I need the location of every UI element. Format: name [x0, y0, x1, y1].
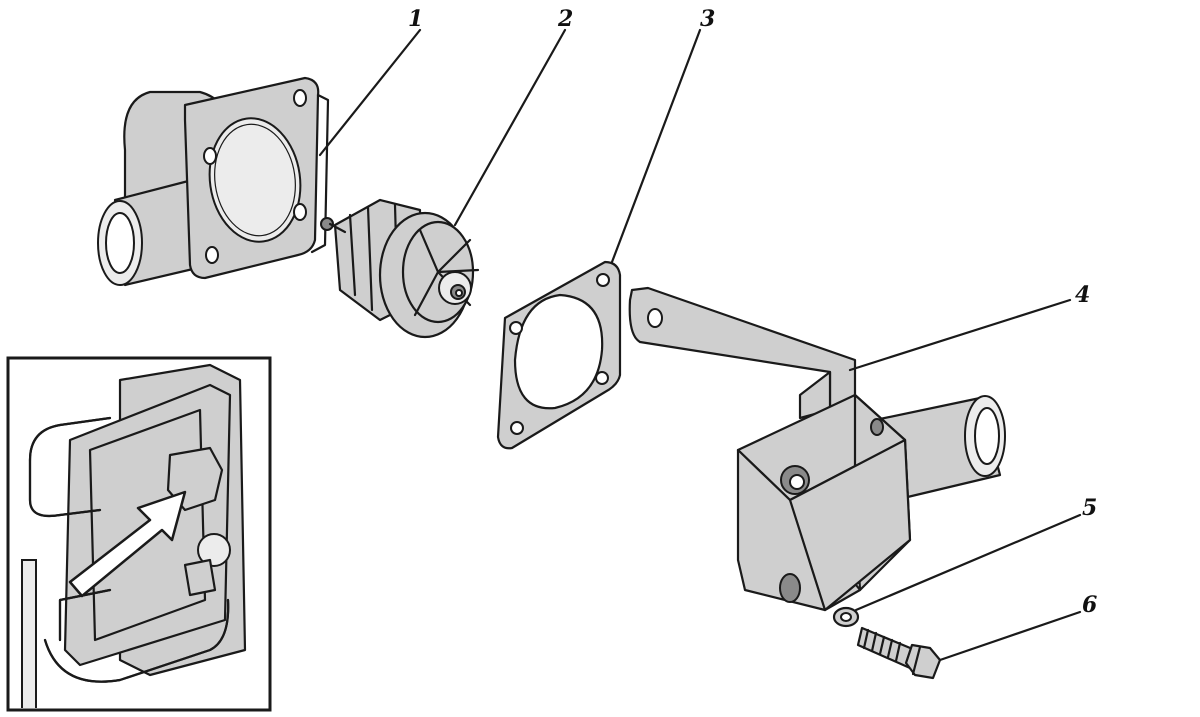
thermostat	[320, 198, 480, 339]
leader-lines	[318, 28, 1082, 662]
leader-line-2	[453, 28, 567, 227]
gasket	[496, 260, 622, 450]
callout-4: 4	[1075, 282, 1090, 308]
washer	[832, 606, 860, 628]
bolt	[856, 626, 942, 680]
leader-line-3	[610, 28, 702, 264]
thermostat-housing	[97, 76, 330, 287]
callout-2: 2	[557, 6, 573, 32]
inset-location-view	[6, 356, 272, 712]
callout-6: 6	[1082, 592, 1097, 618]
callout-5: 5	[1082, 495, 1097, 521]
leader-line-1	[318, 28, 422, 157]
adapter-with-bracket	[628, 286, 1006, 612]
leader-line-4	[848, 298, 1072, 372]
callouts: 1 2 3 4 5 6	[408, 6, 1097, 618]
leader-line-6	[938, 610, 1082, 662]
callout-3: 3	[700, 6, 715, 32]
leader-line-5	[854, 513, 1082, 612]
callout-1: 1	[408, 6, 423, 32]
